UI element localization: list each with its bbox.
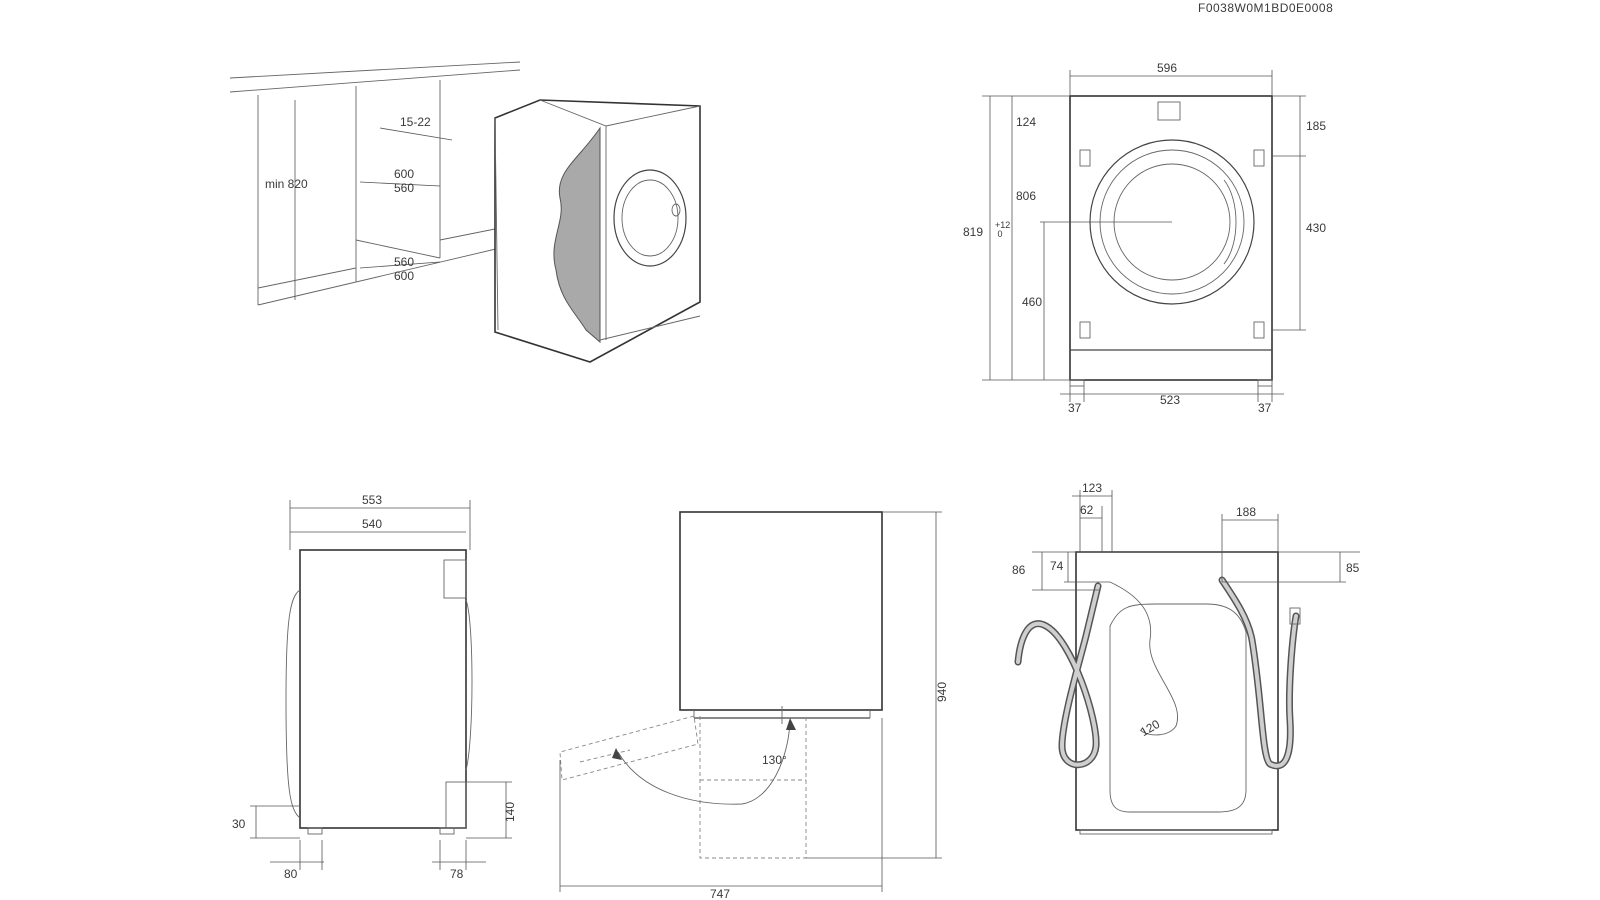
document-code: F0038W0M1BD0E0008 — [1198, 1, 1333, 15]
rear-right-side: 85 — [1346, 561, 1360, 575]
door-angle: 130° — [762, 753, 787, 767]
side-rear-offset: 78 — [450, 867, 464, 881]
width-range-top-b: 560 — [394, 181, 414, 195]
door-height: 940 — [935, 682, 949, 702]
door-open-depth: 747 — [710, 887, 730, 900]
front-top-offset: 124 — [1016, 115, 1036, 129]
rear-left-top-a: 123 — [1082, 481, 1102, 495]
front-view: 596 819 +12 0 124 806 460 185 430 37 523… — [963, 61, 1326, 415]
rear-left-side-b: 74 — [1050, 559, 1064, 573]
rear-left-side-a: 86 — [1012, 563, 1026, 577]
width-range-top-a: 600 — [394, 167, 414, 181]
rear-left-top-b: 62 — [1080, 503, 1094, 517]
side-foot-offset: 80 — [284, 867, 298, 881]
rear-view: 120 123 62 188 86 74 85 — [1012, 481, 1360, 835]
front-right-top: 185 — [1306, 119, 1326, 133]
front-hinge-span: 430 — [1306, 221, 1326, 235]
min-height-label: min 820 — [265, 177, 308, 191]
width-range-bottom-b: 600 — [394, 269, 414, 283]
side-depth-body: 540 — [362, 517, 382, 531]
side-rear-step: 140 — [503, 802, 517, 822]
front-width: 596 — [1157, 61, 1177, 75]
rear-right-top: 188 — [1236, 505, 1256, 519]
front-bottom-right: 37 — [1258, 401, 1272, 415]
side-depth-total: 553 — [362, 493, 382, 507]
front-bottom-left: 37 — [1068, 401, 1082, 415]
front-height-tolerance: +12 0 — [995, 220, 1010, 239]
side-foot-height: 30 — [232, 817, 246, 831]
installation-perspective-view: min 820 15-22 600 560 560 600 — [229, 61, 701, 363]
door-swing-view: 130° 940 747 — [559, 511, 949, 900]
front-total-height: 819 — [963, 225, 983, 239]
gap-label: 15-22 — [400, 115, 431, 129]
front-bottom-center: 523 — [1160, 393, 1180, 407]
width-range-bottom-a: 560 — [394, 255, 414, 269]
side-view: 553 540 30 80 78 140 — [232, 493, 517, 881]
front-door-center: 460 — [1022, 295, 1042, 309]
front-inner-height: 806 — [1016, 189, 1036, 203]
